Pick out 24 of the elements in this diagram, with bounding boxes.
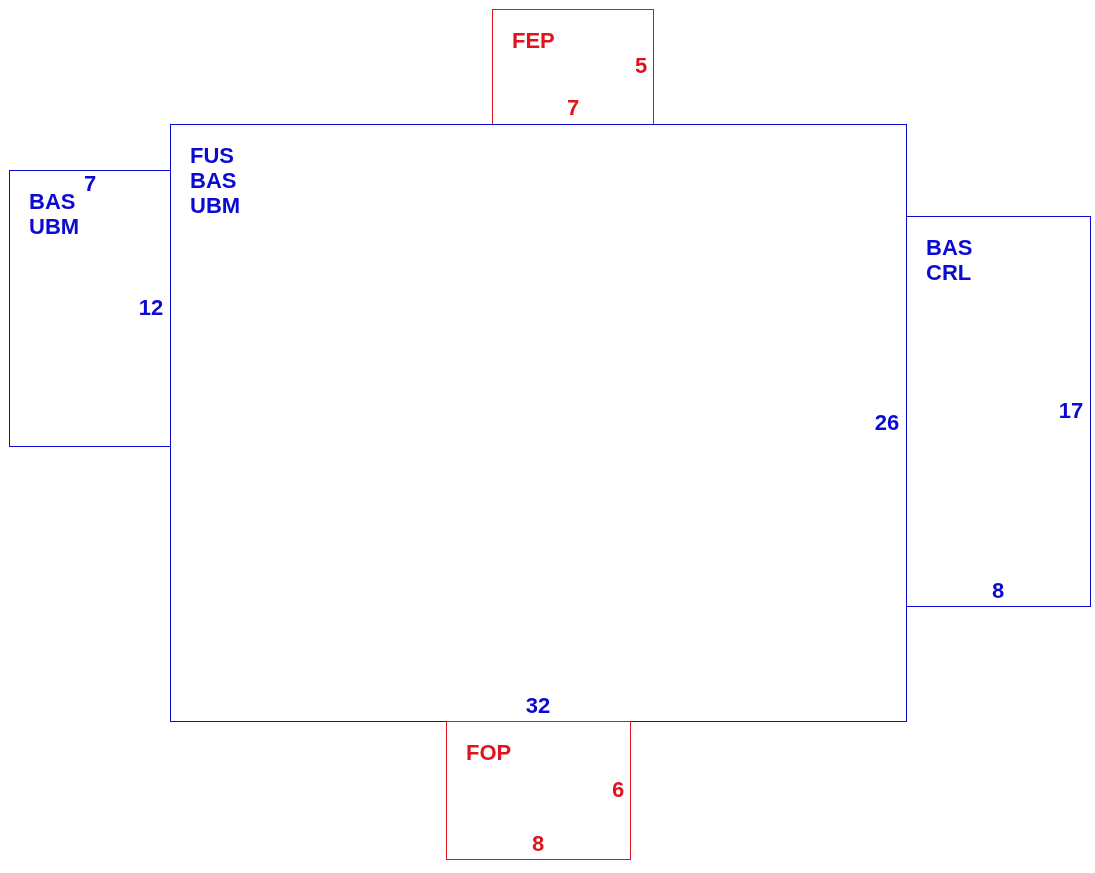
dimension-label: 8	[991, 579, 1005, 603]
room-code: UBM	[29, 214, 80, 239]
dimension-label: 7	[566, 96, 580, 120]
room-code: BAS	[926, 235, 973, 260]
room-code: CRL	[926, 260, 972, 285]
room-outline	[492, 9, 654, 125]
dimension-label: 12	[138, 296, 164, 320]
dimension-label: 6	[611, 778, 625, 802]
room-code: FOP	[466, 740, 512, 765]
room-outline	[9, 170, 171, 447]
room-outline	[170, 124, 907, 722]
room-outline	[446, 721, 631, 860]
dimension-label: 8	[531, 832, 545, 856]
dimension-label: 5	[634, 54, 648, 78]
room-code: UBM	[190, 193, 241, 218]
room-code: BAS	[29, 189, 76, 214]
dimension-label: 26	[874, 411, 900, 435]
dimension-label: 7	[83, 172, 97, 196]
room-code: FEP	[512, 28, 555, 53]
room-outline	[906, 216, 1091, 607]
dimension-label: 17	[1058, 399, 1084, 423]
room-code: FUS	[190, 143, 234, 168]
dimension-label: 32	[525, 694, 551, 718]
room-code: BAS	[190, 168, 237, 193]
